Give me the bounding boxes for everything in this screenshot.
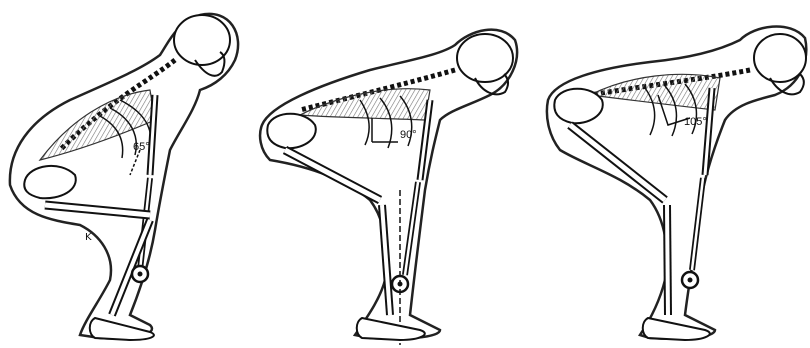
forearm-inner [692, 178, 703, 270]
shin-inner [667, 205, 668, 315]
angle-marker [372, 118, 398, 142]
pelvis [554, 89, 602, 124]
pelvis [267, 114, 315, 149]
femur-inner [285, 150, 380, 200]
skull [754, 34, 806, 82]
foot [357, 318, 425, 340]
barbell-center [138, 272, 143, 277]
figure-1: 65° K [10, 14, 238, 340]
figure-3: 105° [547, 26, 806, 340]
barbell-center [688, 278, 693, 283]
pelvis [24, 166, 76, 198]
lat-muscle [590, 74, 720, 110]
signature: K [85, 232, 92, 243]
angle-label: 90° [400, 129, 417, 141]
angle-label: 65° [133, 141, 150, 153]
figure-2: 90° [260, 30, 517, 345]
skull [174, 15, 230, 65]
angle-label: 105° [684, 116, 707, 128]
